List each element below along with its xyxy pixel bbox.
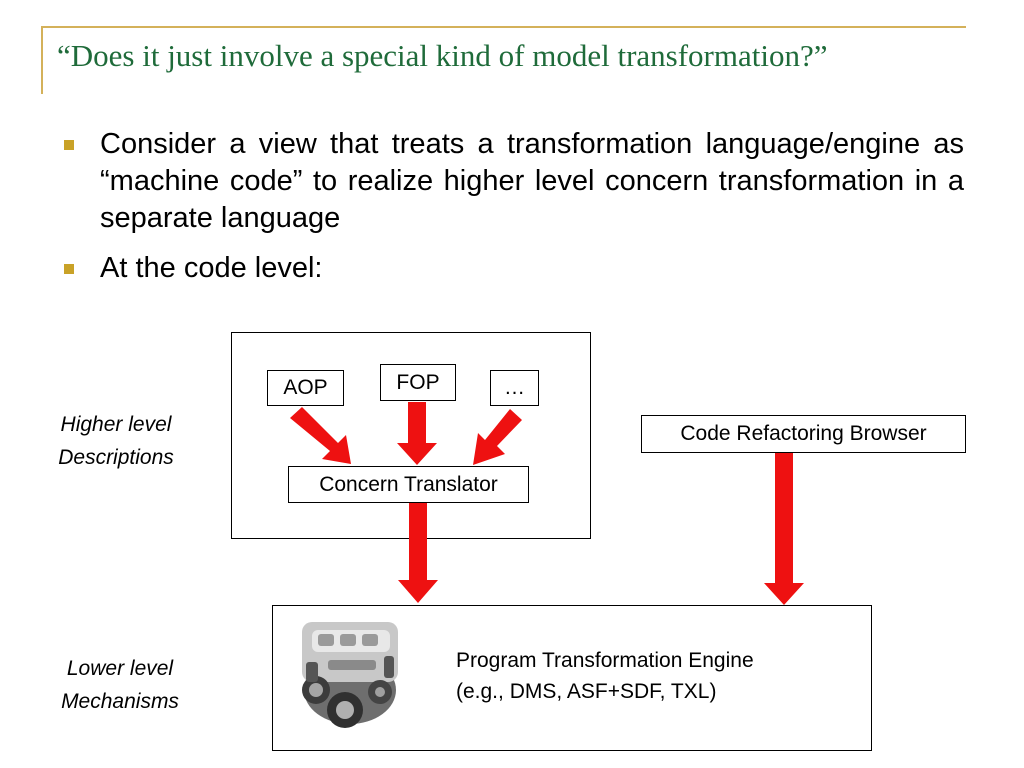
bullet-marker-icon [64, 140, 74, 150]
bullet-list: Consider a view that treats a transforma… [64, 126, 964, 300]
arrow-translator-to-engine [398, 502, 438, 603]
aop-node: AOP [267, 370, 344, 406]
arrow-browser-to-engine [764, 452, 804, 605]
bullet-text: At the code level: [100, 252, 323, 284]
arrow-ellipsis-to-translator [473, 409, 522, 465]
bullet-text: Consider a view that treats a transforma… [100, 128, 964, 234]
concern-translator-node: Concern Translator [288, 466, 529, 503]
bullet-marker-icon [64, 264, 74, 274]
ellipsis-node: … [490, 370, 539, 406]
lower-level-label: Lower level Mechanisms [40, 652, 200, 718]
higher-level-label-line2: Descriptions [58, 446, 174, 469]
lower-level-label-line1: Lower level [66, 657, 174, 680]
engine-examples: (e.g., DMS, ASF+SDF, TXL) [456, 680, 717, 703]
engine-icon [302, 622, 398, 728]
slide-title: “Does it just involve a special kind of … [57, 38, 828, 73]
bullet-item: At the code level: [64, 250, 964, 287]
code-refactoring-browser-node: Code Refactoring Browser [641, 415, 966, 453]
engine-title: Program Transformation Engine [456, 649, 754, 672]
fop-node: FOP [380, 364, 456, 401]
arrow-fop-to-translator [397, 402, 437, 465]
bullet-item: Consider a view that treats a transforma… [64, 126, 964, 237]
higher-level-label-line1: Higher level [60, 413, 172, 436]
arrow-aop-to-translator [290, 407, 351, 464]
lower-level-label-line2: Mechanisms [61, 690, 179, 713]
higher-level-label: Higher level Descriptions [36, 408, 196, 474]
title-frame [41, 26, 966, 94]
